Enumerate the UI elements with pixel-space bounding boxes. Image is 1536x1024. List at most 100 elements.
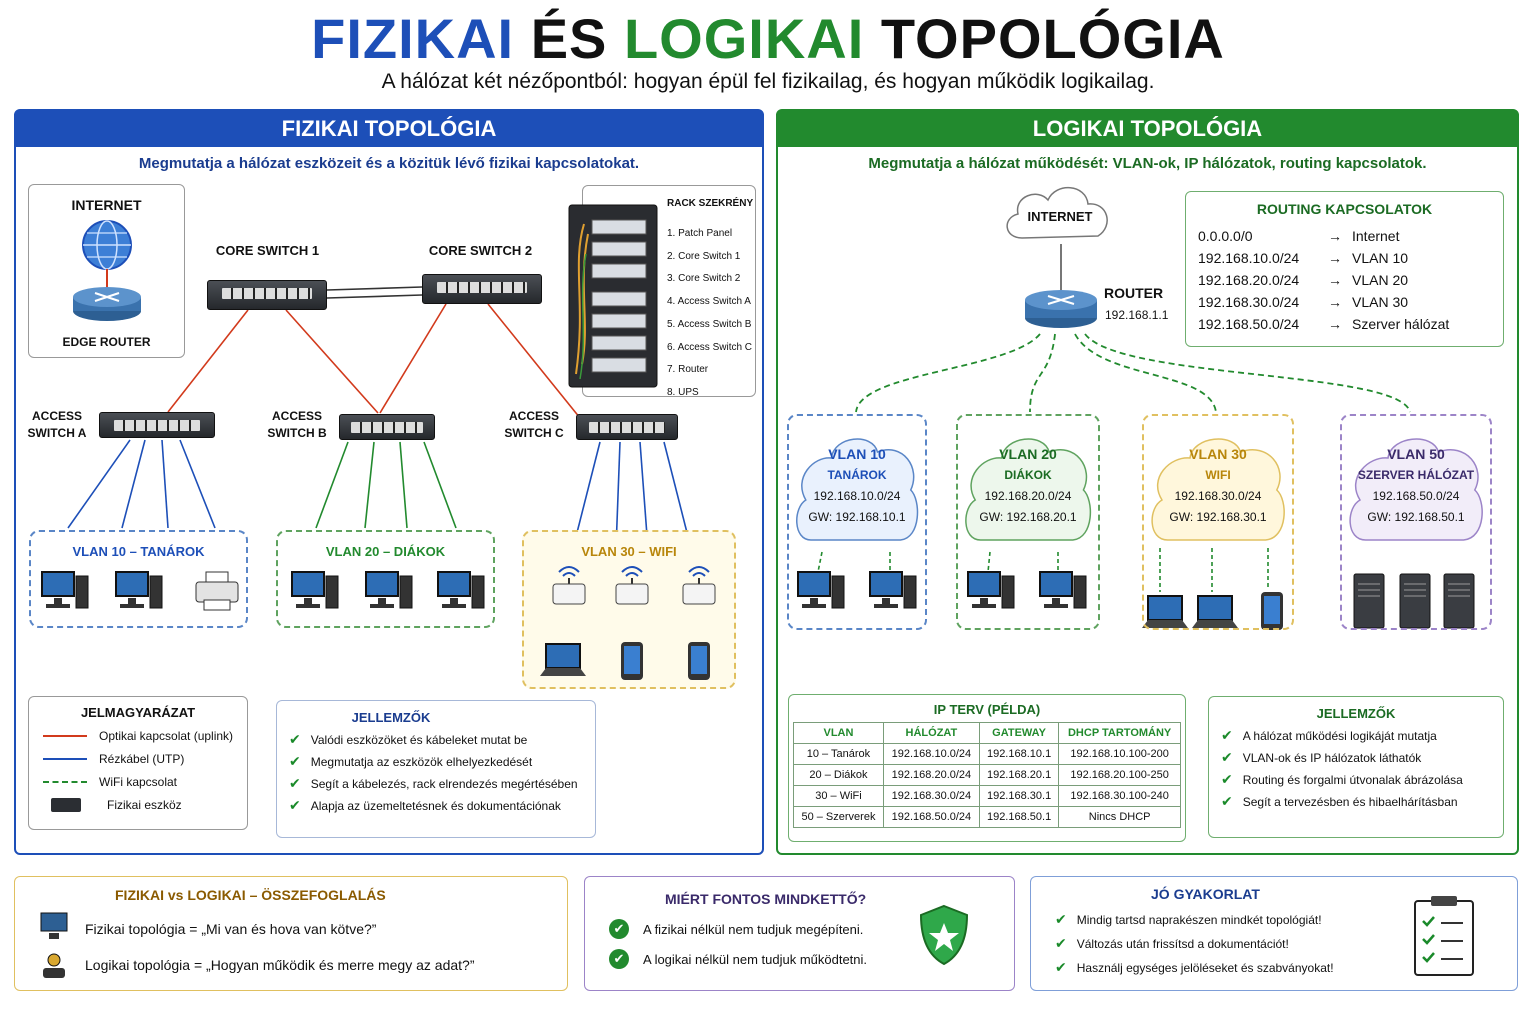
routing-network: 192.168.10.0/24 bbox=[1198, 250, 1300, 266]
access-point-icon[interactable] bbox=[612, 560, 652, 610]
page-title: FIZIKAI ÉS LOGIKAI TOPOLÓGIA bbox=[0, 6, 1536, 71]
check-icon: ✔ bbox=[1055, 911, 1067, 927]
arrow-right-icon: → bbox=[1328, 294, 1342, 310]
vlan20-physical-label: VLAN 20 – DIÁKOK bbox=[325, 544, 446, 559]
check-icon: ✔ bbox=[289, 797, 301, 813]
vlan-route bbox=[855, 333, 1041, 413]
vlan-network: 192.168.50.0/24 bbox=[1372, 489, 1460, 503]
copper-cable bbox=[423, 441, 457, 529]
edge-router-icon bbox=[73, 287, 141, 321]
summary-box: FIZIKAI vs LOGIKAI – ÖSSZEFOGLALÁS Fizik… bbox=[14, 876, 568, 991]
router-ip: 192.168.1.1 bbox=[1105, 308, 1169, 322]
feature-item: ✔ VLAN-ok és IP hálózatok láthatók bbox=[1221, 749, 1503, 765]
access-switch-c[interactable] bbox=[576, 414, 678, 440]
internet-cloud-icon bbox=[1006, 186, 1108, 239]
feature-text: Routing és forgalmi útvonalak ábrázolása bbox=[1242, 773, 1463, 787]
vlan-gateway: GW: 192.168.10.1 bbox=[808, 510, 906, 524]
vlan-name: VLAN 30 bbox=[1189, 446, 1247, 462]
routing-network: 0.0.0.0/0 bbox=[1198, 228, 1253, 244]
feature-item: ✔A hálózat működési logikáját mutatja bbox=[1221, 728, 1503, 743]
table-cell: 20 – Diákok bbox=[793, 764, 884, 786]
access-point-icon[interactable] bbox=[679, 560, 719, 610]
device-icon bbox=[51, 798, 81, 812]
desktop-pc-icon[interactable] bbox=[114, 570, 166, 614]
best-practice-text: Változás után frissítsd a dokumentációt! bbox=[1076, 937, 1289, 951]
desktop-pc-icon[interactable] bbox=[436, 570, 488, 614]
smartphone-icon[interactable] bbox=[618, 640, 646, 682]
desktop-pc-icon[interactable] bbox=[290, 570, 342, 614]
summary-title: FIZIKAI vs LOGIKAI – ÖSSZEFOGLALÁS bbox=[115, 887, 386, 903]
legend-item-wifi: WiFi kapcsolat bbox=[43, 775, 247, 789]
vlan-network: 192.168.20.0/24 bbox=[984, 489, 1072, 503]
access-point-icon[interactable] bbox=[549, 560, 589, 610]
feature-text: VLAN-ok és IP hálózatok láthatók bbox=[1242, 751, 1422, 765]
physical-features-box: JELLEMZŐK ✔Valódi eszközöket és kábeleke… bbox=[276, 700, 596, 838]
desktop-pc-icon[interactable] bbox=[868, 570, 920, 614]
logical-features-box: JELLEMZŐK ✔A hálózat működési logikáját … bbox=[1208, 696, 1504, 838]
feature-text: A hálózat működési logikáját mutatja bbox=[1242, 729, 1437, 743]
copper-cable bbox=[121, 439, 146, 529]
vlan-gateway: GW: 192.168.30.1 bbox=[1169, 510, 1267, 524]
best-practice-item: ✔Használj egységes jelöléseket és szabvá… bbox=[1055, 960, 1334, 975]
smartphone-icon[interactable] bbox=[685, 640, 713, 682]
rack-item: 3. Core Switch 2 bbox=[667, 273, 741, 285]
desktop-pc-icon[interactable] bbox=[796, 570, 848, 614]
vlan-cloud-icon bbox=[1349, 438, 1483, 541]
optical-uplink bbox=[167, 309, 249, 413]
vlan-cloud-icon bbox=[796, 438, 919, 541]
check-icon: ✔ bbox=[1221, 749, 1233, 765]
rack-item-list: 1. Patch Panel 2. Core Switch 1 3. Core … bbox=[667, 223, 752, 405]
laptop-icon[interactable] bbox=[1190, 594, 1240, 632]
core-switch-2[interactable] bbox=[422, 274, 542, 304]
legend-item-copper: Rézkábel (UTP) bbox=[43, 752, 247, 766]
desktop-pc-icon[interactable] bbox=[40, 570, 92, 614]
physical-description: Megmutatja a hálózat eszközeit és a közi… bbox=[138, 155, 640, 172]
rack-cabinet-icon bbox=[568, 204, 658, 388]
shield-icon bbox=[919, 904, 969, 966]
monitor-icon bbox=[40, 912, 68, 939]
arrow-right-icon: → bbox=[1328, 316, 1342, 332]
routing-destination: Internet bbox=[1352, 228, 1400, 244]
routing-destination: VLAN 10 bbox=[1352, 250, 1409, 266]
desktop-pc-icon[interactable] bbox=[966, 570, 1018, 614]
table-header: GATEWAY bbox=[978, 722, 1060, 744]
routing-row: 192.168.20.0/24→VLAN 20 bbox=[1198, 269, 1503, 291]
desktop-pc-icon[interactable] bbox=[364, 570, 416, 614]
vlan-gateway: GW: 192.168.50.1 bbox=[1367, 510, 1465, 524]
clipboard-icon bbox=[1414, 896, 1474, 976]
laptop-icon[interactable] bbox=[538, 642, 588, 680]
rack-title: RACK SZEKRÉNY bbox=[667, 198, 754, 209]
logical-internet-label: INTERNET bbox=[1027, 209, 1093, 224]
table-header: VLAN bbox=[793, 722, 884, 744]
access-switch-b-label: ACCESS SWITCH B bbox=[267, 409, 327, 440]
table-cell: 192.168.10.0/24 bbox=[882, 743, 980, 765]
printer-icon[interactable] bbox=[194, 570, 242, 614]
table-cell: 30 – WiFi bbox=[793, 785, 884, 807]
routing-title: ROUTING KAPCSOLATOK bbox=[1256, 201, 1433, 217]
access-switch-a[interactable] bbox=[99, 412, 215, 438]
rack-item: 8. UPS bbox=[667, 386, 699, 398]
server-icon[interactable] bbox=[1398, 572, 1432, 630]
core-switch-1[interactable] bbox=[207, 280, 327, 310]
why-title: MIÉRT FONTOS MINDKETTŐ? bbox=[665, 891, 867, 907]
legend-item-label: Optikai kapcsolat (uplink) bbox=[99, 729, 234, 743]
internet-edge-box: INTERNET EDGE ROUTER bbox=[28, 184, 185, 358]
check-circle-icon: ✔ bbox=[609, 949, 629, 969]
logical-panel: LOGIKAI TOPOLÓGIA Megmutatja a hálózat m… bbox=[776, 109, 1519, 855]
table-cell: 192.168.20.0/24 bbox=[882, 764, 980, 786]
routing-table: 0.0.0.0/0 → Internet 192.168.10.0/24 → VLAN 1… bbox=[1186, 225, 1503, 335]
desktop-pc-icon[interactable] bbox=[1038, 570, 1090, 614]
laptop-icon[interactable] bbox=[1140, 594, 1190, 632]
copper-cable bbox=[67, 439, 131, 529]
smartphone-icon[interactable] bbox=[1258, 590, 1286, 632]
physical-features-title: JELLEMZŐK bbox=[351, 710, 431, 725]
vlan-device-link bbox=[817, 551, 823, 573]
vlan-route bbox=[1074, 333, 1217, 413]
rack-item: 6. Access Switch C bbox=[667, 341, 753, 353]
vlan-name: VLAN 20 bbox=[999, 446, 1057, 462]
best-practice-item: ✔Mindig tartsd naprakészen mindkét topol… bbox=[1055, 911, 1322, 927]
routing-destination: VLAN 30 bbox=[1352, 294, 1409, 310]
access-switch-b[interactable] bbox=[339, 414, 435, 440]
